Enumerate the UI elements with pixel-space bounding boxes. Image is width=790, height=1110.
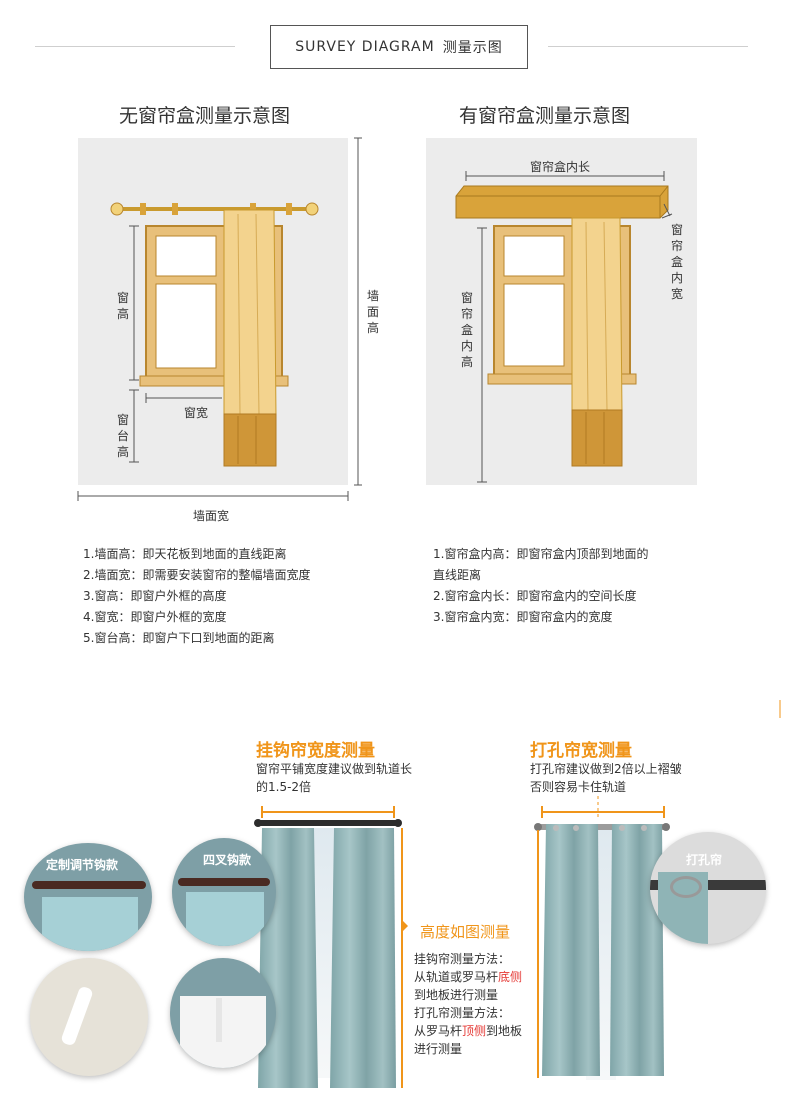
grommet-section-title: 打孔帘宽测量 <box>530 741 632 761</box>
grommet-desc-line: 打孔帘建议做到2倍以上褶皱 <box>530 762 682 776</box>
label-window-height: 窗高 <box>116 291 129 321</box>
curtain-photos <box>254 700 781 1088</box>
hook-desc-line: 的1.5-2倍 <box>256 780 312 794</box>
left-note: 3.窗高：即窗户外框的高度 <box>83 589 227 603</box>
right-note: 2.窗帘盒内长：即窗帘盒内的空间长度 <box>433 589 637 603</box>
label-box-width: 窗帘盒内宽 <box>670 223 683 301</box>
label-box-length: 窗帘盒内长 <box>530 160 591 174</box>
title-cn: 测量示图 <box>442 40 503 56</box>
left-note: 2.墙面宽：即需要安装窗帘的整幅墙面宽度 <box>83 568 311 582</box>
height-text-part: 从罗马杆 <box>414 1024 463 1038</box>
grommet-desc-line: 否则容易卡住轨道 <box>530 780 627 794</box>
right-diagram-art <box>455 171 673 483</box>
right-note: 直线距离 <box>433 568 482 582</box>
section-title: SURVEY DIAGRAM 测量示图 <box>270 25 528 69</box>
header-rule-left <box>35 46 235 47</box>
label-wall-height: 墙面高 <box>366 289 379 335</box>
label-box-height: 窗帘盒内高 <box>460 291 473 369</box>
badge-grommet <box>650 832 766 944</box>
hook-section-title: 挂钩帘宽度测量 <box>256 741 375 761</box>
height-text-highlight: 底侧 <box>498 970 523 984</box>
grommet-section-desc: 打孔帘建议做到2倍以上褶皱 否则容易卡住轨道 <box>530 760 682 796</box>
left-note: 5.窗台高：即窗户下口到地面的距离 <box>83 631 275 645</box>
label-sill-height: 窗台高 <box>116 413 129 459</box>
badge-four-prong-hook-label: 四叉钩款 <box>203 853 252 867</box>
label-wall-width: 墙面宽 <box>193 509 230 523</box>
height-text-line: 挂钩帘测量方法： <box>414 952 511 966</box>
badge-adjustable-hook-label: 定制调节钩款 <box>46 858 119 872</box>
hook-section-desc: 窗帘平铺宽度建议做到轨道长 的1.5-2倍 <box>256 760 412 796</box>
label-window-width: 窗宽 <box>184 406 209 420</box>
height-text-highlight: 顶侧 <box>462 1024 487 1038</box>
left-note: 1.墙面高：即天花板到地面的直线距离 <box>83 547 287 561</box>
left-notes: 1.墙面高：即天花板到地面的直线距离 2.墙面宽：即需要安装窗帘的整幅墙面宽度 … <box>83 544 310 649</box>
height-text-line: 打孔帘测量方法： <box>414 1006 511 1020</box>
height-text-part: 从轨道或罗马杆 <box>414 970 499 984</box>
height-section-title: 高度如图测量 <box>420 923 511 941</box>
header-rule-right <box>548 46 748 47</box>
hook-desc-line: 窗帘平铺宽度建议做到轨道长 <box>256 762 413 776</box>
height-text-line: 进行测量 <box>414 1042 463 1056</box>
badge-grommet-label: 打孔帘 <box>686 853 723 867</box>
badge-four-prong-hook <box>172 838 276 946</box>
height-text-line: 到地板进行测量 <box>414 988 499 1002</box>
height-text-line: 从罗马杆顶侧到地板 <box>414 1022 522 1040</box>
right-notes: 1.窗帘盒内高：即窗帘盒内顶部到地面的 直线距离 2.窗帘盒内长：即窗帘盒内的空… <box>433 544 648 628</box>
left-diagram-title: 无窗帘盒测量示意图 <box>119 105 291 127</box>
right-diagram-title: 有窗帘盒测量示意图 <box>459 105 631 127</box>
right-note: 1.窗帘盒内高：即窗帘盒内顶部到地面的 <box>433 547 649 561</box>
left-diagram-art <box>77 137 362 501</box>
height-text-line: 从轨道或罗马杆底侧 <box>414 968 522 986</box>
badge-adjustable-hook <box>24 843 152 951</box>
left-note: 4.窗宽：即窗户外框的宽度 <box>83 610 227 624</box>
photo-four-prong-closeup <box>170 958 276 1068</box>
height-text-part: 到地板 <box>486 1024 523 1038</box>
title-en: SURVEY DIAGRAM <box>295 39 435 55</box>
photo-hook-closeup <box>30 958 148 1076</box>
height-section-body: 挂钩帘测量方法： 从轨道或罗马杆底侧 到地板进行测量 打孔帘测量方法： 从罗马杆… <box>414 950 522 1058</box>
right-note: 3.窗帘盒内宽：即窗帘盒内的宽度 <box>433 610 613 624</box>
